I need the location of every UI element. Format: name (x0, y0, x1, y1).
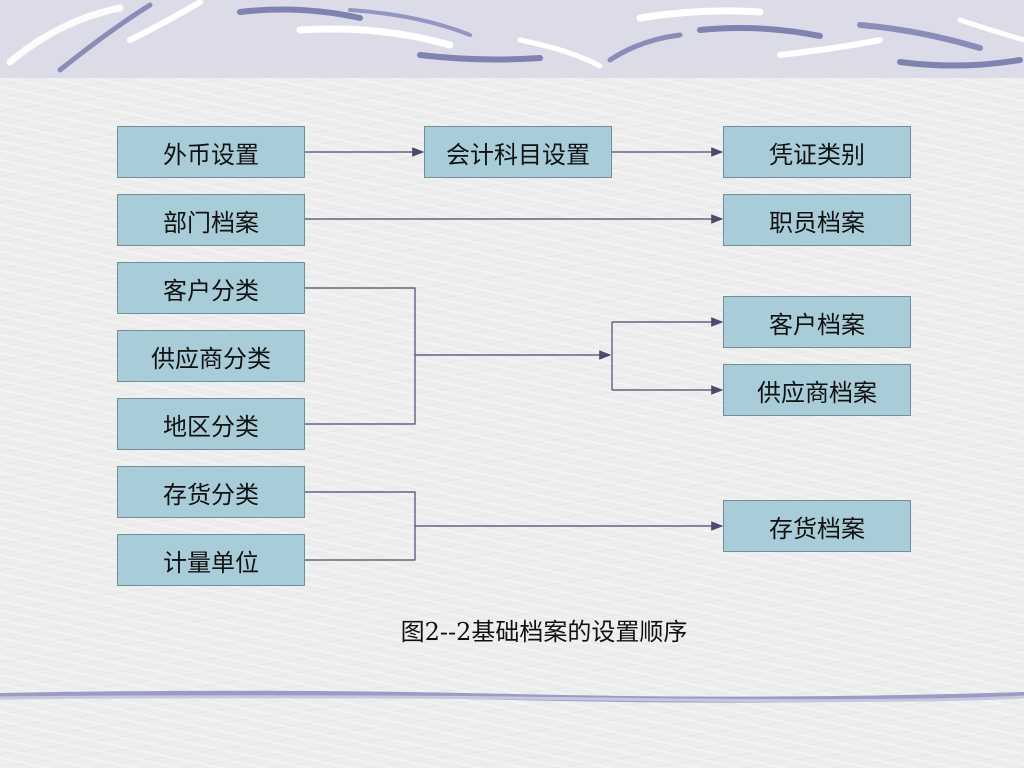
node-region-classification: 地区分类 (117, 398, 305, 450)
node-foreign-currency: 外币设置 (117, 126, 305, 178)
node-inventory-classification: 存货分类 (117, 466, 305, 518)
node-customer-classification: 客户分类 (117, 262, 305, 314)
node-voucher-types: 凭证类别 (723, 126, 911, 178)
node-account-subjects: 会计科目设置 (424, 126, 612, 178)
bracket-inventory-group (305, 491, 416, 561)
node-employee-file: 职员档案 (723, 194, 911, 246)
node-supplier-file: 供应商档案 (723, 364, 911, 416)
node-unit-of-measure: 计量单位 (117, 534, 305, 586)
node-supplier-classification: 供应商分类 (117, 330, 305, 382)
diagram-caption: 图2--2基础档案的设置顺序 (400, 618, 688, 646)
node-department-file: 部门档案 (117, 194, 305, 246)
node-inventory-file: 存货档案 (723, 500, 911, 552)
decorative-bottom-rule (0, 690, 1024, 703)
decorative-top-band (0, 0, 1024, 78)
node-customer-file: 客户档案 (723, 296, 911, 348)
bracket-classification-group (305, 287, 416, 425)
